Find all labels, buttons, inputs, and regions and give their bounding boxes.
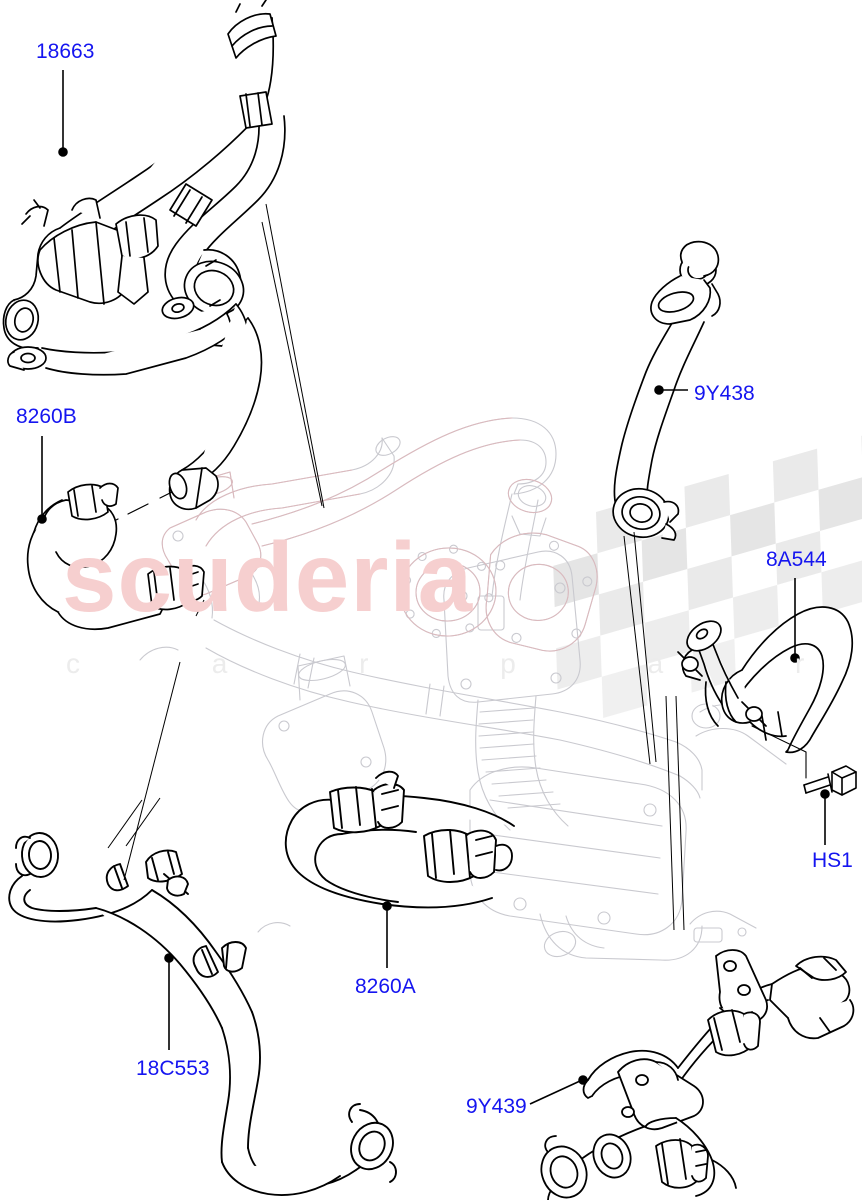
callout-label-8260A[interactable]: 8260A [355,975,416,998]
part-HS1 [751,725,857,796]
part-18C553 [8,832,397,1196]
callout-label-9Y438[interactable]: 9Y438 [694,382,755,405]
part-9Y439 [540,949,855,1200]
callout-label-18C553[interactable]: 18C553 [136,1057,210,1080]
internal-leader-lines [107,203,685,931]
callout-label-9Y439[interactable]: 9Y439 [466,1095,527,1118]
callout-label-8A544[interactable]: 8A544 [766,548,827,571]
callout-label-HS1[interactable]: HS1 [812,849,853,872]
callout-label-8260B[interactable]: 8260B [16,405,77,428]
callout-label-18663[interactable]: 18663 [36,40,95,63]
part-8260A [284,770,515,909]
ghost-engine-assembly-warm [161,417,598,652]
part-18663 [2,0,286,511]
part-8260B [26,482,205,631]
callout-leaders [37,70,830,1105]
checkered-flag-watermark [553,423,862,718]
part-8A544 [677,606,854,754]
part-9Y438 [612,240,721,541]
